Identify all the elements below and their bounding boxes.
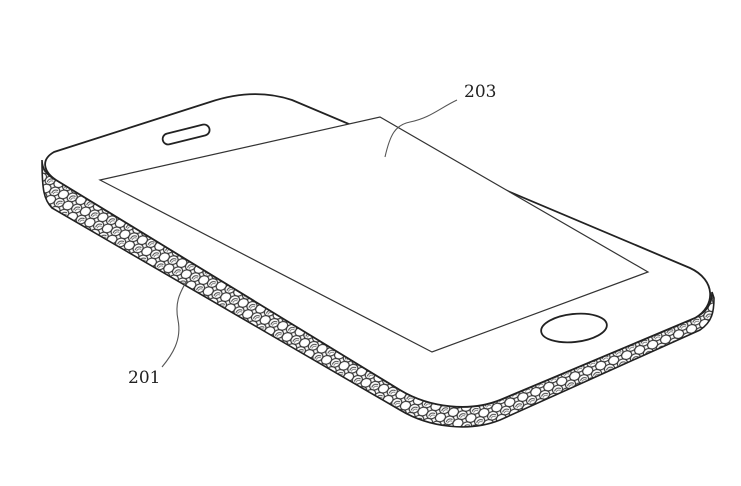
display-screen xyxy=(98,116,650,353)
leader-line-201 xyxy=(161,279,188,368)
leader-line-203 xyxy=(384,99,458,158)
reference-numeral-203: 203 xyxy=(464,82,497,102)
home-button-icon xyxy=(540,312,608,344)
speaker-slot-icon xyxy=(161,123,211,146)
reference-numeral-201: 201 xyxy=(128,368,161,388)
